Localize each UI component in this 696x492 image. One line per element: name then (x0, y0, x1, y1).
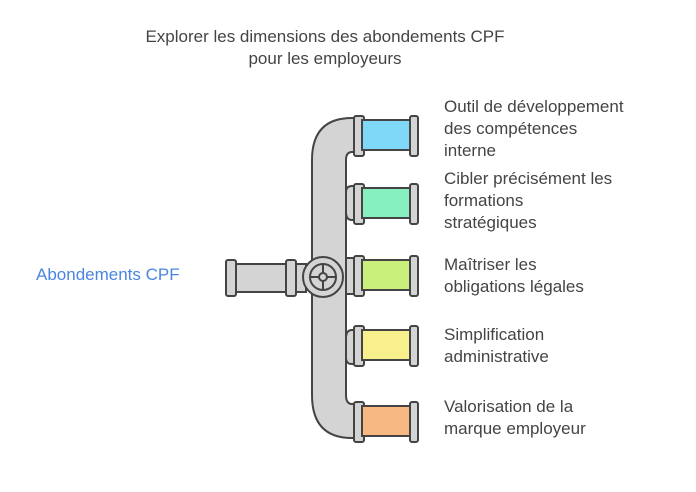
branch-4-line-1: Simplification (444, 325, 545, 344)
branch-4-flange-right (409, 325, 419, 367)
branch-label-3: Maîtriser les obligations légales (444, 254, 584, 298)
branch-pipe-5 (353, 401, 419, 443)
branch-5-flange-right (409, 401, 419, 443)
source-label: Abondements CPF (36, 265, 180, 284)
branch-3-pipe (361, 259, 413, 291)
input-pipe (231, 263, 293, 293)
branch-3-line-2: obligations légales (444, 277, 584, 296)
valve-wheel-icon (302, 256, 344, 298)
branch-label-4: Simplification administrative (444, 324, 549, 368)
branch-pipe-1 (353, 115, 419, 157)
diagram-title: Explorer les dimensions des abondements … (0, 26, 650, 70)
branch-1-line-3: interne (444, 141, 496, 160)
branch-3-line-1: Maîtriser les (444, 255, 537, 274)
branch-pipe-2 (353, 183, 419, 225)
branch-2-pipe (361, 187, 413, 219)
branch-label-2: Cibler précisément les formations straté… (444, 168, 612, 234)
branch-1-pipe (361, 119, 413, 151)
branch-4-pipe (361, 329, 413, 361)
branch-1-flange-right (409, 115, 419, 157)
branch-1-line-2: des compétences (444, 119, 578, 138)
title-line-2: pour les employeurs (248, 49, 402, 68)
branch-label-5: Valorisation de la marque employeur (444, 396, 586, 440)
branch-1-line-1: Outil de développement (444, 97, 624, 116)
branch-4-line-2: administrative (444, 347, 549, 366)
branch-pipe-3 (353, 255, 419, 297)
branch-5-pipe (361, 405, 413, 437)
input-flange-left (225, 259, 237, 297)
branch-5-line-2: marque employeur (444, 419, 586, 438)
branch-5-line-1: Valorisation de la (444, 397, 574, 416)
branch-label-1: Outil de développement des compétences i… (444, 96, 624, 162)
branch-2-line-3: stratégiques (444, 213, 537, 232)
branch-2-flange-right (409, 183, 419, 225)
branch-2-line-2: formations (444, 191, 524, 210)
branch-2-line-1: Cibler précisément les (444, 169, 613, 188)
title-line-1: Explorer les dimensions des abondements … (145, 27, 505, 46)
branch-pipe-4 (353, 325, 419, 367)
input-flange-right (285, 259, 297, 297)
branch-3-flange-right (409, 255, 419, 297)
